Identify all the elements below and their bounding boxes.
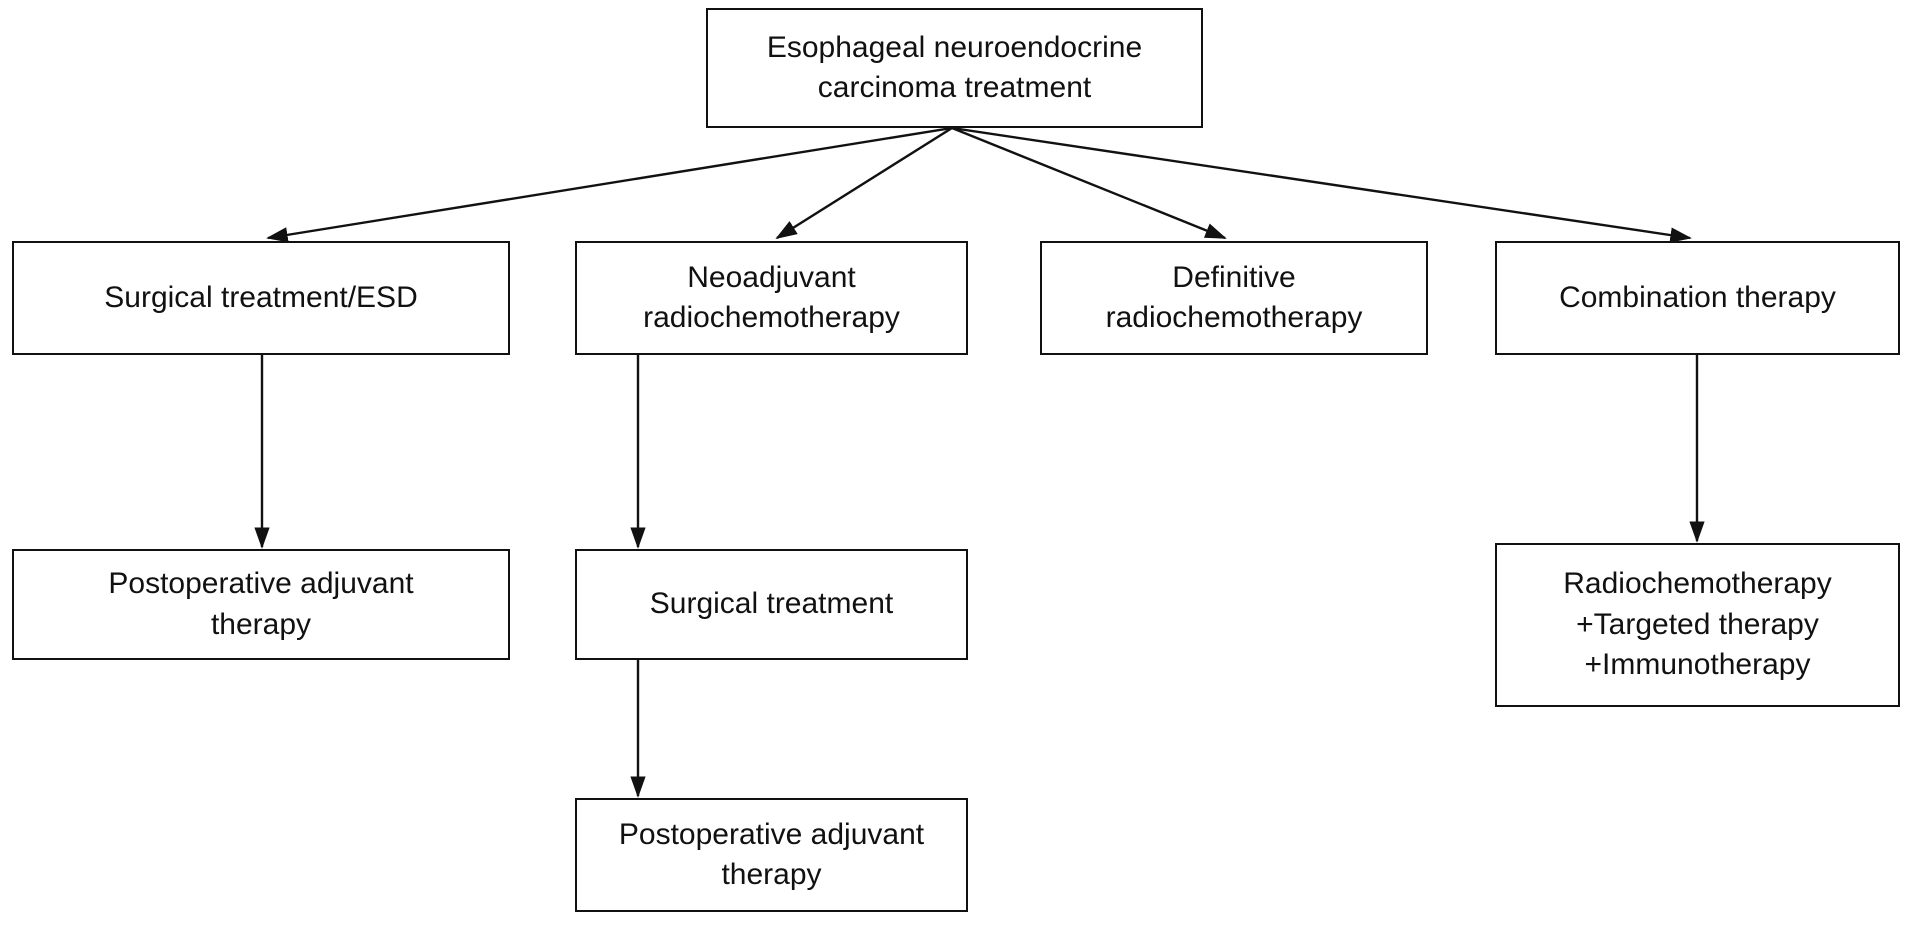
edge-root-to-surgical-esd	[266, 126, 953, 243]
edge-root-to-combination-therapy	[951, 126, 1692, 243]
node-neoadjuvant-radiochemotherapy[interactable]: Neoadjuvant radiochemotherapy	[575, 241, 968, 355]
node-postoperative-adjuvant-therapy-middle[interactable]: Postoperative adjuvant therapy	[575, 798, 968, 912]
node-definitive-radiochemotherapy[interactable]: Definitive radiochemotherapy	[1040, 241, 1428, 355]
node-postoperative-adjuvant-therapy-left[interactable]: Postoperative adjuvant therapy	[12, 549, 510, 660]
node-radiochemotherapy-targeted-immunotherapy[interactable]: Radiochemotherapy +Targeted therapy +Imm…	[1495, 543, 1900, 707]
edge-root-to-neoadjuvant-rct	[775, 126, 953, 240]
node-root[interactable]: Esophageal neuroendocrine carcinoma trea…	[706, 8, 1203, 128]
node-surgical-treatment-esd[interactable]: Surgical treatment/ESD	[12, 241, 510, 355]
node-combination-therapy[interactable]: Combination therapy	[1495, 241, 1900, 355]
node-surgical-treatment[interactable]: Surgical treatment	[575, 549, 968, 660]
edge-root-to-definitive-rct	[951, 126, 1227, 240]
